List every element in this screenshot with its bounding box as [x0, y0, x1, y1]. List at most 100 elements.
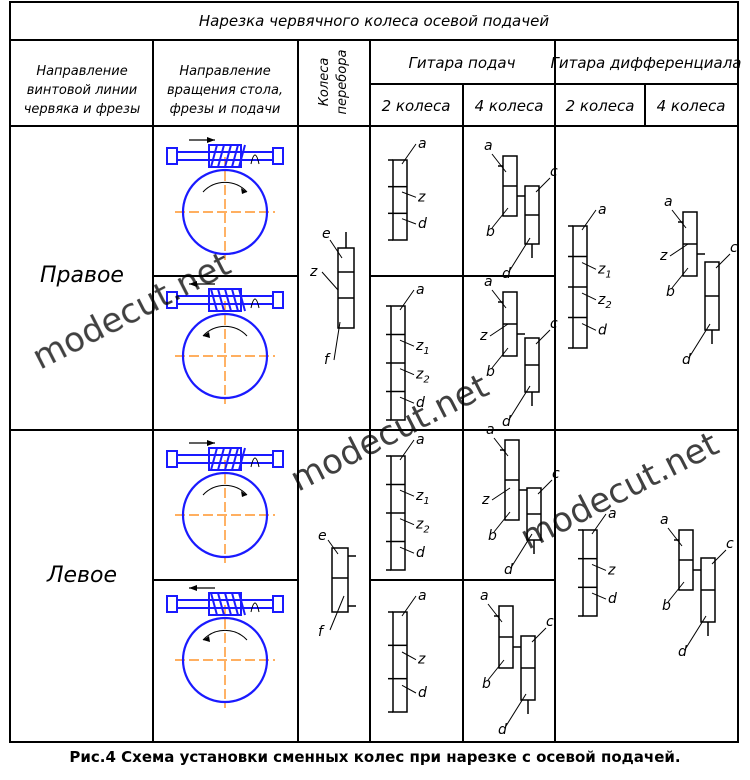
- leader-line: [401, 143, 417, 165]
- hob-thread: [210, 592, 218, 616]
- worm-wheel-circle: [181, 168, 269, 256]
- figure-caption: Рис.4 Схема установки сменных колес при …: [69, 748, 681, 766]
- hob-thread: [217, 288, 225, 312]
- leader-line: [667, 527, 683, 547]
- header-feed-4-wheels: 4 колеса: [475, 97, 544, 115]
- gear-block: [582, 529, 598, 617]
- gear-label-subscript: 1: [423, 496, 429, 507]
- gear-label-z: z: [607, 562, 616, 578]
- gear-label-f: f: [318, 624, 325, 640]
- gear-label-z: z: [417, 652, 426, 668]
- gear-label-b: b: [486, 364, 495, 380]
- rotation-arrow-head: [241, 188, 247, 194]
- hob-rotation-mark: [250, 154, 260, 165]
- gear-label-z: z: [659, 248, 668, 264]
- gear-label-b: b: [666, 284, 675, 300]
- hob-bearing-right: [272, 595, 284, 613]
- header-idler-line-1: Колеса: [317, 58, 332, 107]
- leader-line: [689, 323, 711, 357]
- feed-arrow-head: [207, 440, 215, 446]
- gear-block: [331, 547, 349, 613]
- gear-label-a: a: [608, 506, 617, 522]
- leader-line: [321, 271, 339, 291]
- hob-thread: [238, 288, 246, 312]
- idler-right: ezf: [309, 226, 355, 368]
- leader-line: [493, 511, 511, 533]
- leader-line: [333, 321, 341, 361]
- hob-bearing-right: [272, 450, 284, 468]
- leader-line: [401, 218, 417, 225]
- gear-label-d: d: [416, 545, 425, 561]
- leader-line: [487, 659, 505, 681]
- leader-line: [491, 207, 509, 229]
- leader-line: [491, 347, 509, 369]
- feed2-right-1: azd: [388, 136, 427, 241]
- leader-line: [591, 513, 607, 535]
- hob-thread: [210, 447, 218, 471]
- header-idler-wheels: Колеса перебора: [317, 49, 350, 114]
- leader-line: [537, 479, 553, 495]
- header-idler-line-2: перебора: [335, 49, 350, 114]
- leader-line: [667, 581, 685, 603]
- gear-label-d: d: [608, 591, 617, 607]
- gear-label-d: d: [418, 216, 427, 232]
- hob-bearing-right: [272, 147, 284, 165]
- leader-line: [401, 684, 417, 694]
- header-rotation-line-2: вращения стола,: [167, 83, 283, 98]
- gear-label-c: c: [546, 614, 554, 630]
- gear-label-d: d: [498, 722, 507, 738]
- leader-line: [399, 546, 415, 554]
- scheme-right-hob-2: [166, 281, 284, 404]
- header-helix-line-3: червяка и фрезы: [24, 102, 141, 117]
- hob-thread: [224, 592, 232, 616]
- gear-label-b: b: [486, 224, 495, 240]
- header-diff-guitar: Гитара дифференциала: [550, 54, 741, 72]
- gear-label-d: d: [416, 395, 425, 411]
- leader-line: [329, 239, 343, 259]
- gear-label-d: d: [502, 414, 511, 430]
- gear-label-subscript: 1: [423, 346, 429, 357]
- hob-bearing-left: [166, 147, 178, 165]
- hob-thread: [238, 592, 246, 616]
- leader-line: [511, 533, 533, 567]
- feed-arrow-head: [189, 281, 197, 287]
- gear-label-a: a: [480, 588, 489, 604]
- leader-line: [401, 191, 417, 198]
- gear-label-b: b: [488, 528, 497, 544]
- gear-label-a: a: [660, 512, 669, 528]
- gear-label-b: b: [482, 676, 491, 692]
- hob-thread: [210, 288, 218, 312]
- header-rotation-line-3: фрезы и подачи: [170, 102, 281, 117]
- hob-thread: [210, 144, 218, 168]
- header-rotation-direction: Направление вращения стола, фрезы и пода…: [167, 64, 283, 117]
- gear-block: [392, 159, 408, 241]
- leader-line: [327, 539, 339, 555]
- gear-label-z: z: [479, 328, 488, 344]
- gear-schemes: ezfefazdaz1z2daz1z2dazdacbdaczbdaczbdacb…: [166, 136, 738, 738]
- leader-line: [399, 289, 415, 311]
- header-helix-line-2: винтовой линии: [27, 83, 138, 98]
- hob-bearing-left: [166, 291, 178, 309]
- scheme-left-hob-2: [166, 585, 284, 708]
- hob-thread: [217, 144, 225, 168]
- hob-thread: [231, 288, 239, 312]
- gear-label-a: a: [484, 274, 493, 290]
- leader-line: [581, 262, 597, 270]
- leader-line: [535, 177, 551, 193]
- gear-label-z2: z2: [597, 292, 612, 311]
- gear-label-a: a: [418, 588, 427, 604]
- gear-label-z: z: [417, 189, 426, 205]
- hob-bearing-left: [166, 450, 178, 468]
- hob-thread: [224, 144, 232, 168]
- leader-line: [591, 563, 607, 571]
- gear-label-c: c: [726, 536, 734, 552]
- leader-line: [401, 595, 417, 617]
- hob-bearing-left: [166, 595, 178, 613]
- header-diff-4-wheels: 4 колеса: [657, 97, 726, 115]
- leader-line: [491, 153, 507, 173]
- gear-label-e: e: [318, 528, 327, 544]
- header-rotation-line-1: Направление: [179, 64, 270, 79]
